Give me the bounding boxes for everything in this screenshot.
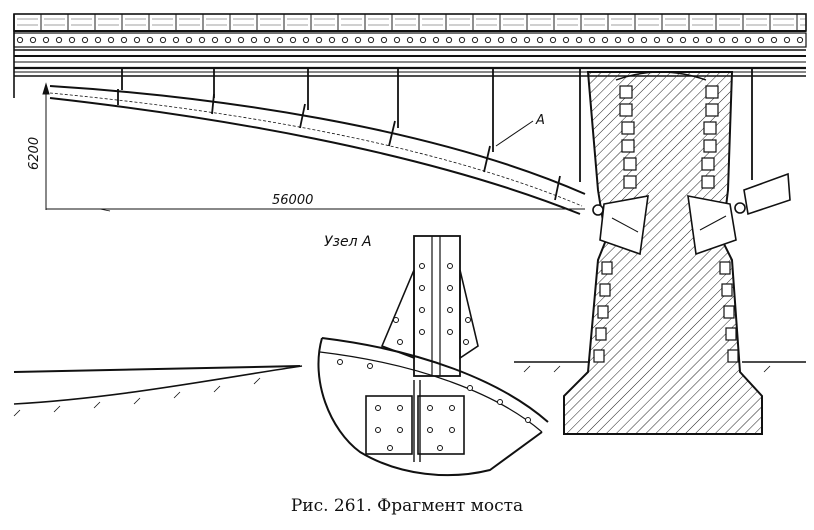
- node-a-leader: [495, 120, 534, 147]
- detail-a: [317, 235, 549, 477]
- rise-dimension-label: 6200: [27, 137, 42, 170]
- pier-masonry: [593, 85, 739, 363]
- bridge-deck: [13, 13, 807, 98]
- bearings: [592, 172, 791, 256]
- figure-caption: Рис. 261. Фрагмент моста: [290, 496, 524, 516]
- ground: [13, 361, 806, 417]
- node-a-label: А: [535, 113, 545, 128]
- dimension-lines: [42, 82, 585, 212]
- arch-rib: [49, 85, 586, 215]
- hangers: [121, 68, 753, 182]
- detail-title: Узел А: [324, 234, 372, 250]
- span-dimension-label: 56000: [272, 193, 313, 208]
- detail-rivets: [337, 263, 531, 451]
- pier: [563, 71, 763, 435]
